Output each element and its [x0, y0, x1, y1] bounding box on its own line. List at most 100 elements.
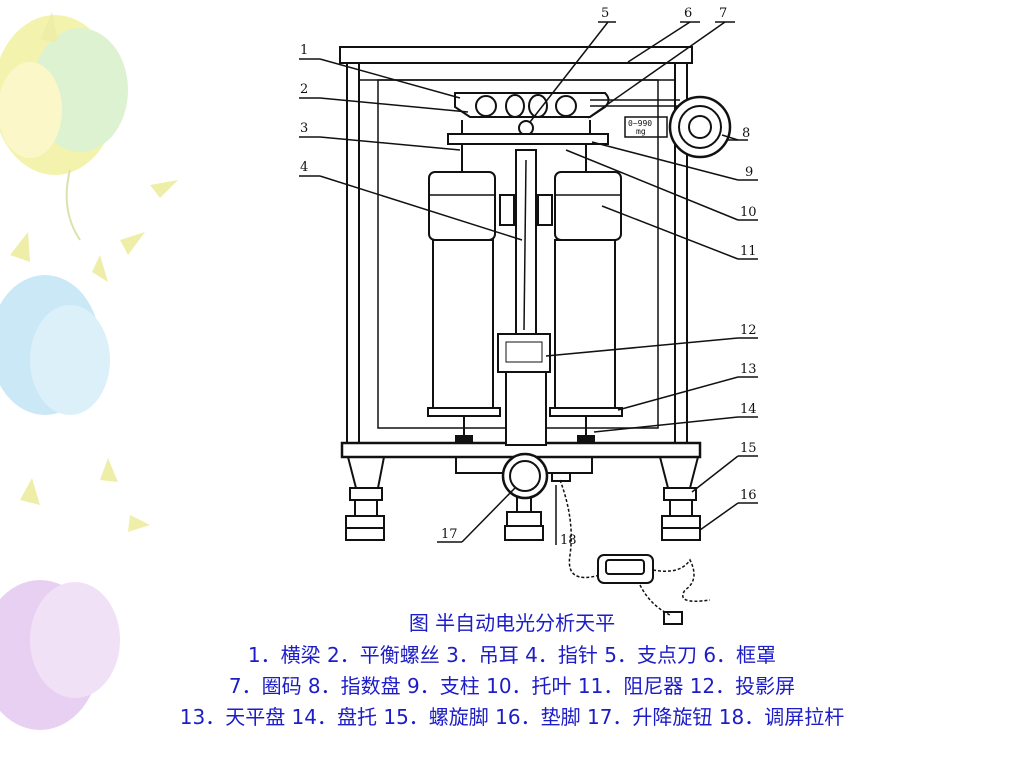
right-screw-foot — [663, 487, 697, 501]
callout-2: 2 — [300, 82, 308, 97]
screen-pull-rod — [551, 472, 571, 482]
dial-label-box — [624, 116, 668, 138]
callout-13: 13 — [740, 362, 757, 377]
sun-ray — [92, 255, 108, 282]
leader-11 — [601, 205, 739, 260]
left-bracket — [499, 194, 515, 226]
leader-15 — [691, 455, 739, 493]
left-foot-stem — [354, 499, 378, 517]
leader-10 — [565, 149, 739, 221]
legend-line-2: 7．圈码 8．指数盘 9．支柱 10．托叶 11．阻尼器 12．投影屏 — [228, 674, 796, 698]
right-bracket — [537, 194, 553, 226]
sun-ray — [10, 232, 30, 262]
callout-8: 8 — [742, 126, 750, 141]
right-foot-stem — [669, 499, 693, 517]
right-damper-top — [554, 171, 622, 241]
beam-hole-1 — [475, 95, 497, 117]
right-foot-leg — [658, 456, 700, 489]
left-foot-leg — [346, 456, 386, 489]
leader-7 — [587, 21, 726, 119]
sun-ray — [100, 458, 118, 482]
left-pan — [427, 407, 501, 417]
right-damper-body — [554, 239, 616, 411]
right-pad — [661, 515, 701, 529]
switch-box-button — [605, 559, 645, 575]
sun-ray — [120, 232, 145, 255]
leader-6 — [627, 21, 691, 63]
projection-screen — [497, 333, 551, 373]
fulcrum-knife — [518, 120, 534, 136]
plug-cable — [652, 558, 711, 602]
lift-knob-inner — [509, 460, 541, 492]
beam-hole-3 — [528, 94, 548, 118]
figure-title: 图 半自动电光分析天平 — [408, 611, 616, 635]
dial-unit-label: mg — [636, 127, 646, 136]
balloon-string — [65, 169, 81, 241]
center-foot-base — [504, 525, 544, 541]
index-dial-center — [688, 115, 712, 139]
projection-screen-window — [505, 341, 543, 363]
decorative-balloons — [0, 12, 178, 730]
beam-hole-2 — [505, 94, 525, 118]
legend-line-3: 13．天平盘 14．盘托 15．螺旋脚 16．垫脚 17．升降旋钮 18．调屏拉… — [179, 705, 845, 729]
callout-11: 11 — [740, 244, 757, 259]
callout-18: 18 — [560, 533, 577, 548]
legend-line-1: 1．横梁 2．平衡螺丝 3．吊耳 4．指针 5．支点刀 6．框罩 — [247, 643, 777, 667]
balloon-light-blue — [30, 305, 110, 415]
callout-numbers: 1 2 3 4 5 6 7 8 9 10 11 12 13 14 15 16 1… — [300, 6, 757, 548]
center-foot — [506, 511, 542, 527]
power-cable — [559, 479, 601, 579]
leader-4 — [319, 175, 523, 241]
leader-14 — [593, 416, 739, 433]
plug-cable — [639, 584, 671, 616]
right-pan-support-base — [577, 435, 595, 444]
callout-7: 7 — [719, 6, 727, 21]
leader-17 — [461, 487, 516, 543]
balance-diagram — [299, 21, 758, 625]
sun-ray — [40, 12, 58, 42]
index-dial-ring — [678, 105, 722, 149]
frame-top — [339, 46, 693, 64]
switch-box — [597, 554, 654, 584]
leader-9 — [591, 141, 739, 181]
callout-4: 4 — [300, 160, 308, 175]
dial-range-label: 0~990 — [628, 119, 652, 128]
callout-9: 9 — [745, 165, 753, 180]
left-pad — [345, 515, 385, 529]
leader-16 — [699, 502, 739, 531]
leader-2 — [319, 97, 469, 113]
left-damper-top — [428, 171, 496, 241]
leader-13 — [617, 376, 739, 411]
callout-12: 12 — [740, 323, 757, 338]
callout-1: 1 — [300, 43, 308, 58]
sun-ray — [128, 515, 150, 532]
callout-14: 14 — [740, 402, 757, 417]
leader-lines — [299, 21, 758, 545]
balloon-lilac — [30, 582, 120, 698]
plug — [663, 611, 683, 625]
sun-ray — [20, 478, 40, 505]
callout-17: 17 — [441, 527, 458, 542]
left-pad-base — [345, 527, 385, 541]
left-screw-foot — [349, 487, 383, 501]
leader-5 — [529, 21, 609, 123]
support-bar — [447, 133, 609, 145]
left-damper-body — [432, 239, 494, 411]
column-base — [505, 369, 547, 446]
leader-8 — [721, 134, 739, 141]
right-pan — [549, 407, 623, 417]
callout-6: 6 — [684, 6, 692, 21]
callout-10: 10 — [740, 205, 757, 220]
beam-hole-4 — [555, 95, 577, 117]
callout-15: 15 — [740, 441, 757, 456]
left-pan-support-base — [455, 435, 473, 444]
right-pad-base — [661, 527, 701, 541]
callout-3: 3 — [300, 121, 308, 136]
leader-1 — [319, 58, 461, 99]
pointer — [523, 159, 527, 331]
callout-5: 5 — [601, 6, 609, 21]
frame-left-post — [346, 62, 360, 444]
balloon-cream — [0, 62, 62, 158]
callout-16: 16 — [740, 488, 757, 503]
